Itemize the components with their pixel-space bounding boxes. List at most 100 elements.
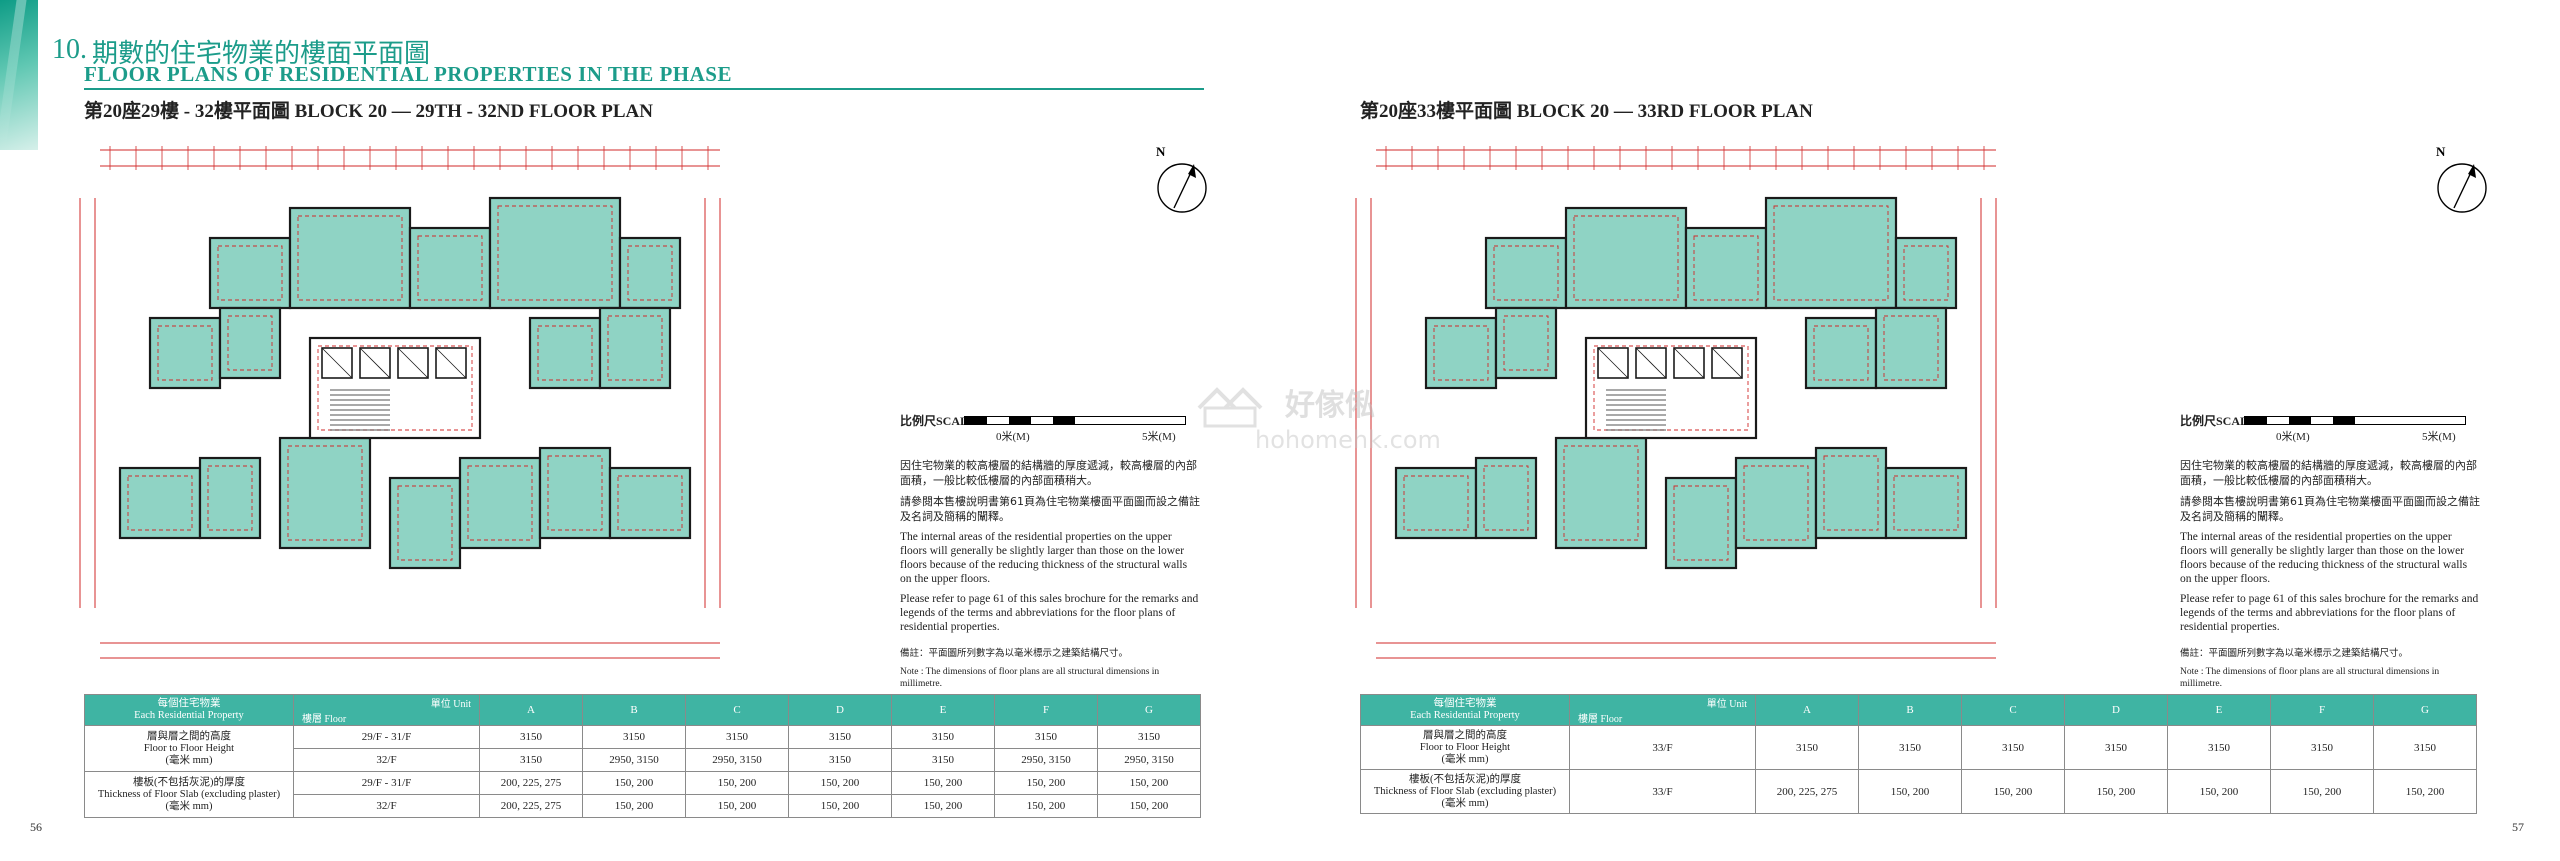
room-block bbox=[1564, 206, 1688, 310]
spec-head-property: 每個住宅物業 Each Residential Property bbox=[1360, 694, 1570, 726]
scale-five: 5米(M) bbox=[2422, 431, 2456, 443]
room-block bbox=[1394, 466, 1478, 540]
row-label-height: 層與層之間的高度 Floor to Floor Height (毫米 mm) bbox=[1360, 725, 1570, 770]
table-row: 32/F 200, 225, 275 150, 200 150, 200 150… bbox=[85, 794, 1201, 818]
room-block bbox=[1764, 196, 1898, 310]
room-block bbox=[1664, 476, 1738, 570]
room-dimension bbox=[1813, 325, 1869, 381]
lift-cross bbox=[1673, 347, 1705, 379]
room-block bbox=[1884, 466, 1968, 540]
room-dimension bbox=[1503, 315, 1549, 371]
room-block bbox=[288, 206, 412, 310]
spec-head-unit-floor: 單位 Unit 樓層 Floor bbox=[1569, 694, 1756, 726]
lift-shaft bbox=[321, 347, 353, 379]
lift-cross bbox=[1635, 347, 1667, 379]
room-block bbox=[1814, 446, 1888, 540]
scale-label: 比例尺SCALE: bbox=[900, 414, 981, 428]
north-arrow-icon: N bbox=[1156, 144, 1207, 213]
table-row: 層與層之間的高度 Floor to Floor Height (毫米 mm) 2… bbox=[84, 725, 1201, 772]
room-dimension bbox=[1403, 475, 1469, 531]
room-block bbox=[278, 436, 372, 550]
plan-title: 第20座33樓平面圖 BLOCK 20 — 33RD FLOOR PLAN bbox=[1360, 101, 1813, 122]
room-block bbox=[198, 456, 262, 540]
room-dimension bbox=[467, 465, 533, 541]
spec-head-unit: D bbox=[788, 694, 892, 726]
table-row: 樓板(不包括灰泥)的厚度 Thickness of Floor Slab (ex… bbox=[84, 771, 1201, 818]
floor-plan-drawing bbox=[1355, 146, 1997, 659]
lift-cross bbox=[359, 347, 391, 379]
room-dimension bbox=[497, 205, 613, 301]
room-block bbox=[1494, 306, 1558, 380]
room-dimension bbox=[537, 325, 593, 381]
room-dimension bbox=[297, 215, 403, 301]
table-row: 32/F 3150 2950, 3150 2950, 3150 3150 315… bbox=[85, 748, 1201, 772]
room-dimension bbox=[317, 345, 473, 431]
svg-text:N: N bbox=[2436, 144, 2446, 159]
section-number: 10. bbox=[52, 34, 87, 65]
floor-plan-drawing bbox=[79, 146, 721, 659]
note-zh-2: 請參閱本售樓說明書第61頁為住宅物業樓面平面圖而設之備註及名詞及簡稱的闡釋。 bbox=[900, 495, 1200, 523]
room-block bbox=[1474, 456, 1538, 540]
spec-head-unit: B bbox=[582, 694, 686, 726]
page-number: 57 bbox=[2512, 820, 2524, 834]
spec-head-property: 每個住宅物業 Each Residential Property bbox=[84, 694, 294, 726]
room-dimension bbox=[1563, 445, 1639, 541]
lift-shaft bbox=[1635, 347, 1667, 379]
notes-block: 因住宅物業的較高樓層的結構牆的厚度遞減，較高樓層的內部面積，一般比較低樓層的內部… bbox=[900, 458, 1200, 696]
room-block bbox=[148, 316, 222, 390]
row-label-height: 層與層之間的高度 Floor to Floor Height (毫米 mm) bbox=[84, 725, 294, 772]
corner-decoration bbox=[0, 0, 38, 150]
room-dimension bbox=[1773, 205, 1889, 301]
room-block bbox=[1484, 236, 1568, 310]
room-block bbox=[1804, 316, 1878, 390]
note-zh-3: 備註：平面圖所列數字為以毫米標示之建築結構尺寸。 bbox=[2180, 648, 2409, 659]
note-en-1: The internal areas of the residential pr… bbox=[900, 531, 1188, 585]
core-area bbox=[308, 336, 482, 440]
room-dimension bbox=[1433, 325, 1489, 381]
core-area bbox=[1584, 336, 1758, 440]
spec-head-unit: F bbox=[994, 694, 1098, 726]
room-block bbox=[1874, 306, 1948, 390]
right-page: 第20座33樓平面圖 BLOCK 20 — 33RD FLOOR PLAN N … bbox=[1280, 0, 2560, 861]
room-block bbox=[538, 446, 612, 540]
room-block bbox=[1424, 316, 1498, 390]
note-zh-1: 因住宅物業的較高樓層的結構牆的厚度遞減，較高樓層的內部面積，一般比較低樓層的內部… bbox=[900, 459, 1197, 487]
plan-title: 第20座29樓 - 32樓平面圖 BLOCK 20 — 29TH - 32ND … bbox=[84, 101, 653, 122]
lift-cross bbox=[435, 347, 467, 379]
room-dimension bbox=[607, 315, 663, 381]
north-arrow-icon: N bbox=[2436, 144, 2487, 213]
room-dimension bbox=[1743, 465, 1809, 541]
title-rule bbox=[84, 88, 1204, 90]
room-dimension bbox=[127, 475, 193, 531]
room-dimension bbox=[1483, 465, 1529, 531]
note-en-3: Note : The dimensions of floor plans are… bbox=[900, 667, 1160, 689]
lift-cross bbox=[1597, 347, 1629, 379]
spec-head-unit-floor: 單位 Unit 樓層 Floor bbox=[293, 694, 480, 726]
lift-shaft bbox=[1597, 347, 1629, 379]
room-block bbox=[488, 196, 622, 310]
note-zh-2: 請參閱本售樓說明書第61頁為住宅物業樓面平面圖而設之備註及名詞及簡稱的闡釋。 bbox=[2180, 495, 2480, 523]
room-dimension bbox=[1883, 315, 1939, 381]
spec-head-unit: C bbox=[685, 694, 789, 726]
room-dimension bbox=[627, 245, 673, 301]
note-zh-3: 備註：平面圖所列數字為以毫米標示之建築結構尺寸。 bbox=[900, 648, 1129, 659]
room-block bbox=[528, 316, 602, 390]
section-title-en: FLOOR PLANS OF RESIDENTIAL PROPERTIES IN… bbox=[84, 62, 732, 86]
room-block bbox=[1684, 226, 1768, 310]
svg-text:N: N bbox=[1156, 144, 1166, 159]
room-dimension bbox=[1693, 235, 1759, 301]
room-dimension bbox=[1493, 245, 1559, 301]
room-dimension bbox=[397, 485, 453, 561]
note-en-3: Note : The dimensions of floor plans are… bbox=[2180, 667, 2440, 689]
spec-table: 每個住宅物業 Each Residential Property 單位 Unit… bbox=[84, 694, 1201, 818]
row-label-slab: 樓板(不包括灰泥)的厚度 Thickness of Floor Slab (ex… bbox=[84, 771, 294, 818]
spec-table: 每個住宅物業 Each Residential Property 單位 Unit… bbox=[1360, 694, 2477, 814]
notes-block: 因住宅物業的較高樓層的結構牆的厚度遞減，較高樓層的內部面積，一般比較低樓層的內部… bbox=[2180, 458, 2480, 696]
page-number: 56 bbox=[30, 820, 42, 834]
lift-cross bbox=[1711, 347, 1743, 379]
lift-cross bbox=[321, 347, 353, 379]
row-label-slab: 樓板(不包括灰泥)的厚度 Thickness of Floor Slab (ex… bbox=[1360, 769, 1570, 814]
note-en-2: Please refer to page 61 of this sales br… bbox=[900, 593, 1199, 633]
room-block bbox=[218, 306, 282, 380]
room-dimension bbox=[1903, 245, 1949, 301]
